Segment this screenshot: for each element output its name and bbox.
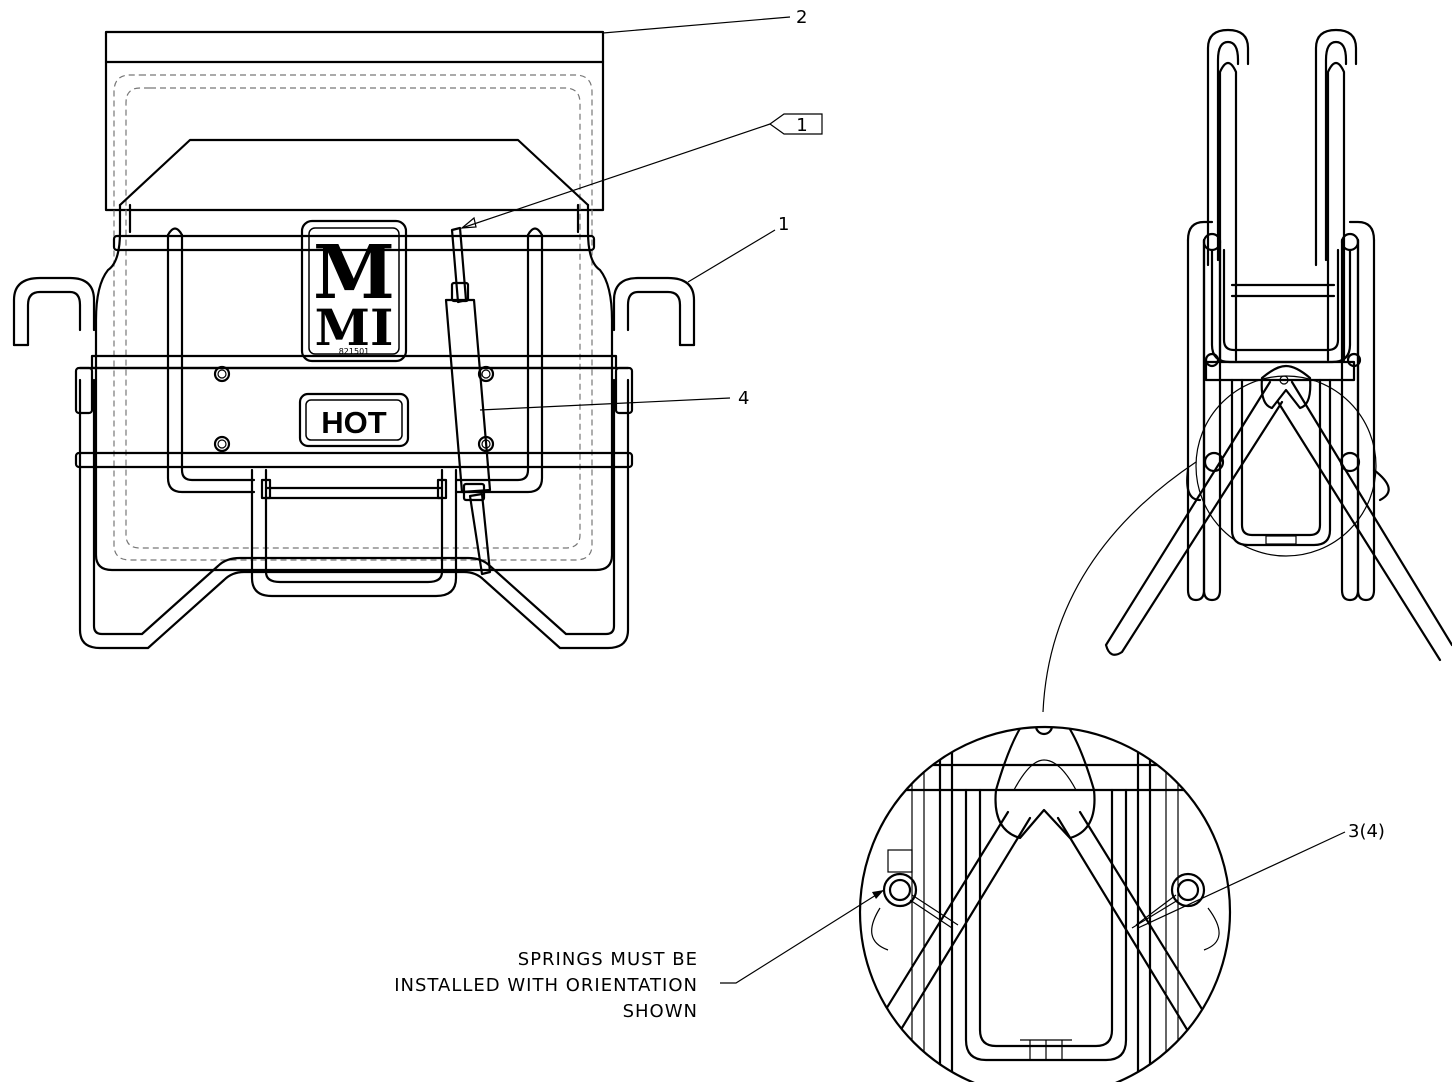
body-outline (94, 230, 614, 572)
callouts: 2 1 1 4 3(4) (460, 7, 1385, 984)
right-spring (1170, 872, 1206, 908)
reference-tag-1 (768, 113, 823, 135)
detail-circle (858, 725, 1232, 1082)
left-hook (1206, 28, 1250, 267)
lid (104, 30, 605, 212)
mmi-logo: M MI 821501 (300, 219, 408, 363)
lower-band (74, 451, 634, 469)
container-hidden-line (113, 74, 593, 561)
installation-note: SPRINGS MUST BE INSTALLED WITH ORIENTATI… (394, 949, 698, 1022)
callout-2: 2 (796, 7, 807, 28)
note-line-3: SHOWN (623, 1001, 698, 1022)
logo-letter-bottom: MI (315, 298, 394, 357)
left-handle (12, 276, 96, 347)
hot-label: HOT (298, 392, 410, 448)
logo-letter-top: M (313, 230, 395, 316)
lid-inner-panel (118, 138, 590, 207)
right-handle (612, 276, 696, 347)
side-view (1104, 28, 1452, 662)
base-frame (78, 378, 630, 650)
side-legs (1104, 380, 1452, 662)
left-bail (166, 233, 256, 494)
logo-part-number: 821501 (339, 347, 370, 356)
latch-strap (444, 226, 492, 576)
right-bail (454, 233, 544, 494)
callout-3: 3(4) (1348, 821, 1385, 842)
detail-view (858, 725, 1232, 1082)
detail-leader-line (1042, 461, 1197, 713)
right-hook (1314, 28, 1358, 267)
front-view: M MI 821501 HOT (12, 30, 696, 650)
hot-label-text: HOT (321, 405, 387, 440)
note-line-1: SPRINGS MUST BE (518, 949, 698, 970)
bottom-handle (250, 468, 458, 598)
callout-4: 4 (738, 388, 749, 409)
note-line-2: INSTALLED WITH ORIENTATION (394, 975, 698, 996)
callout-1: 1 (778, 214, 789, 235)
reference-tag-1-text: 1 (796, 115, 807, 136)
detail-indicator-circle (1195, 375, 1377, 557)
